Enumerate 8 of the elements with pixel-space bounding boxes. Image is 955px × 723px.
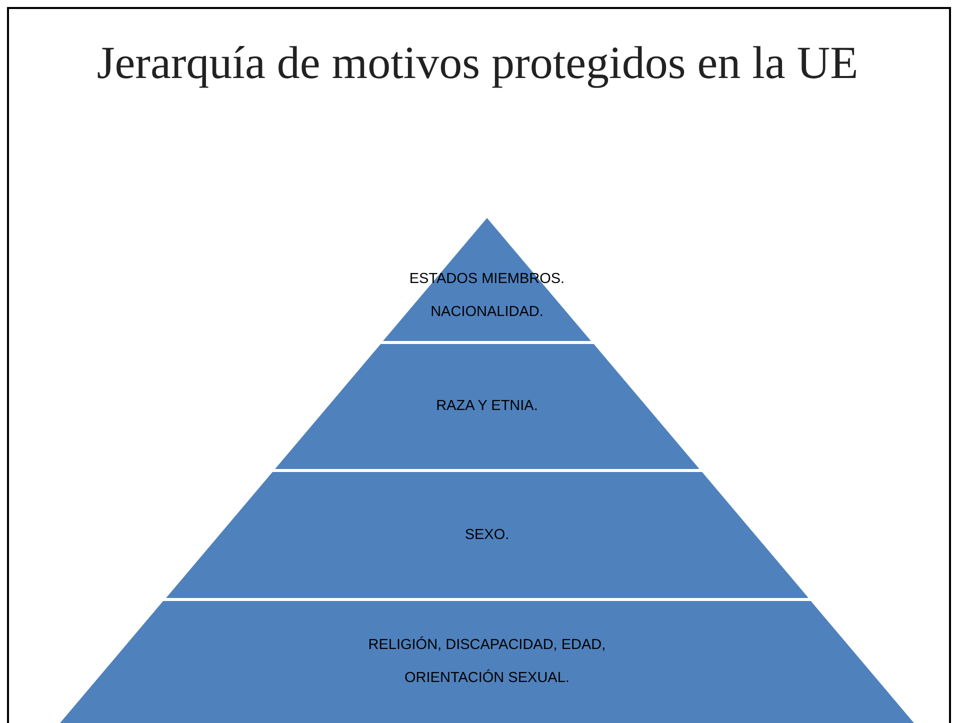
pyramid-tier — [383, 218, 591, 341]
pyramid-tier — [60, 601, 914, 723]
tier-label: RAZA Y ETNIA. — [435, 397, 539, 416]
pyramid-tier — [166, 472, 808, 598]
title: Jerarquía de motivos protegidos en la UE — [96, 36, 860, 90]
tier-label: SEXO. — [464, 526, 510, 545]
pyramid-tier — [274, 344, 700, 469]
tier-label: RELIGIÓN, DISCAPACIDAD, EDAD, ORIENTACIÓN SEXUAL. — [367, 635, 607, 688]
